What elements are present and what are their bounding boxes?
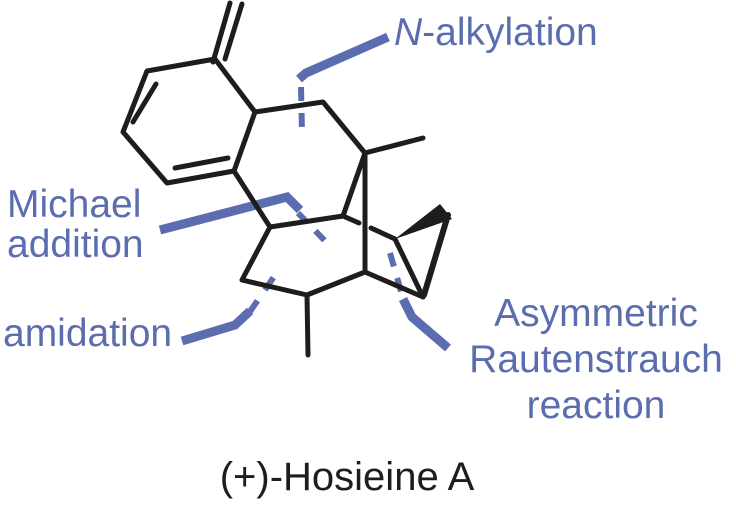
- n-alkylation-disconnection-dash: [298, 86, 305, 134]
- central-ring-top: [252, 99, 368, 156]
- cage-bond: [362, 269, 426, 300]
- central-ring-bottom: [231, 150, 368, 230]
- rautenstrauch-label-line3: reaction: [526, 384, 666, 427]
- michael-addition-disconnection-dash: [295, 210, 331, 247]
- exocyclic-methylene-bond: [222, 1, 245, 62]
- methyl-bond-down: [304, 292, 311, 358]
- n-alkylation-label: N-alkylation: [394, 13, 598, 53]
- wedge-bond: [395, 204, 452, 239]
- rautenstrauch-label-line2: Rautenstrauch: [469, 338, 723, 381]
- cage-bond: [392, 236, 426, 300]
- michael-addition-label-line1: Michael: [7, 183, 142, 226]
- crossing-bond-left: [340, 213, 362, 226]
- rautenstrauch-label-line1: Asymmetric: [494, 292, 698, 335]
- rautenstrauch-label: Asymmetric Rautenstrauch reaction: [450, 291, 736, 429]
- michael-addition-label: Michael addition: [7, 185, 144, 265]
- methyl-bond: [362, 135, 426, 156]
- amidation-disconnection-dash: [246, 266, 283, 315]
- exocyclic-methylene-bond: [210, 0, 233, 65]
- rautenstrauch-pointer: [387, 252, 451, 352]
- compound-name: (+)-Hosieine A: [219, 455, 475, 499]
- crossing-bond-right: [368, 225, 398, 242]
- michael-addition-label-line2: addition: [7, 223, 144, 266]
- n-alkylation-pointer: [296, 32, 390, 134]
- annotation-pointers: [158, 32, 451, 352]
- amidation-pointer: [180, 266, 283, 346]
- lower-ring: [239, 224, 368, 298]
- double-bond-inner-line: [172, 155, 231, 171]
- double-bond-inner-line: [130, 81, 159, 125]
- n-alkylation-label-prefix: N: [394, 11, 423, 54]
- michael-addition-pointer: [158, 191, 331, 247]
- molecule-structure: [120, 0, 452, 358]
- amidation-label: amidation: [3, 312, 173, 355]
- cage-front-bond: [421, 212, 451, 298]
- n-alkylation-label-suffix: -alkylation: [422, 11, 598, 54]
